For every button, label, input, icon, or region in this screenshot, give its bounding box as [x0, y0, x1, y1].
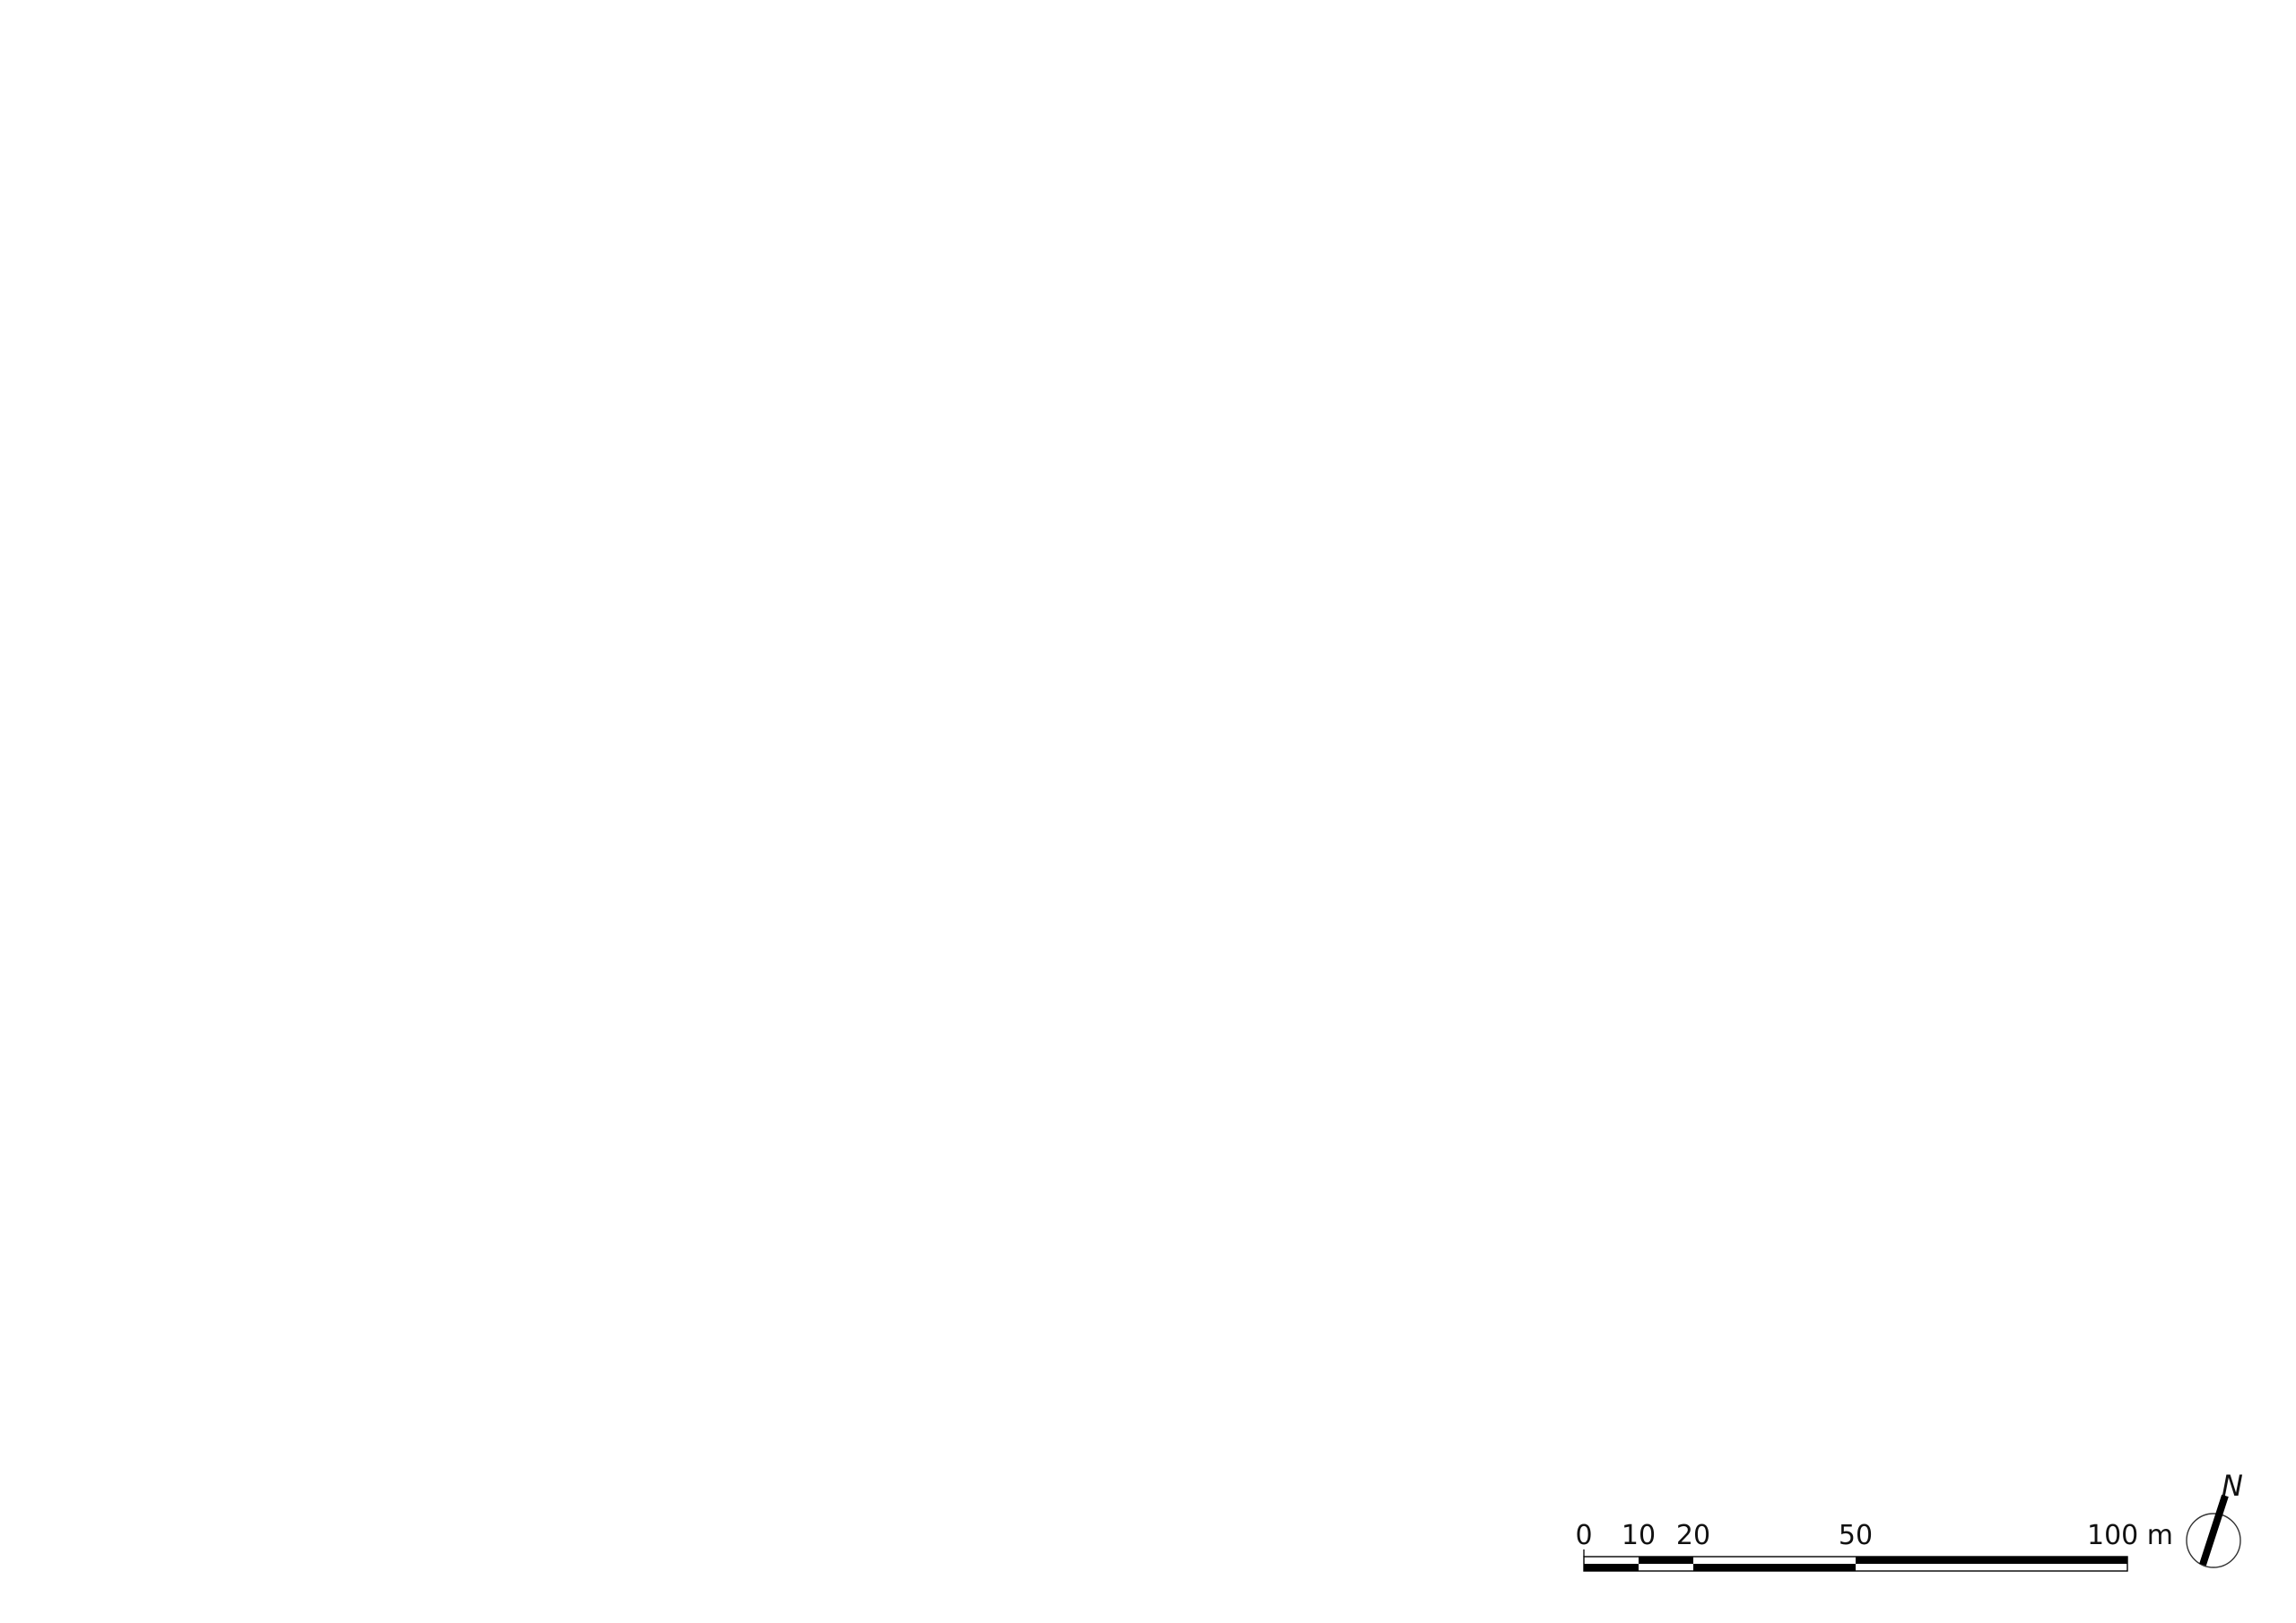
scale-label-10: 10: [1622, 1520, 1656, 1551]
scale-bar-seg: [1584, 1564, 1639, 1571]
north-arrow-circle: [2186, 1513, 2241, 1568]
scale-bar-seg: [1856, 1557, 2127, 1564]
north-label: N: [2222, 1469, 2243, 1503]
scale-bar: 0 10 20 50 100 m: [1575, 1520, 2173, 1572]
scale-bar-seg: [1693, 1564, 1856, 1571]
scale-label-50: 50: [1839, 1520, 1873, 1551]
north-arrow: N: [2186, 1469, 2243, 1568]
scale-bar-seg: [1639, 1557, 1693, 1564]
scale-label-100m: 100 m: [2087, 1520, 2173, 1551]
scale-label-0: 0: [1575, 1520, 1592, 1551]
north-needle-icon: [2199, 1494, 2229, 1567]
scale-label-20: 20: [1676, 1520, 1710, 1551]
